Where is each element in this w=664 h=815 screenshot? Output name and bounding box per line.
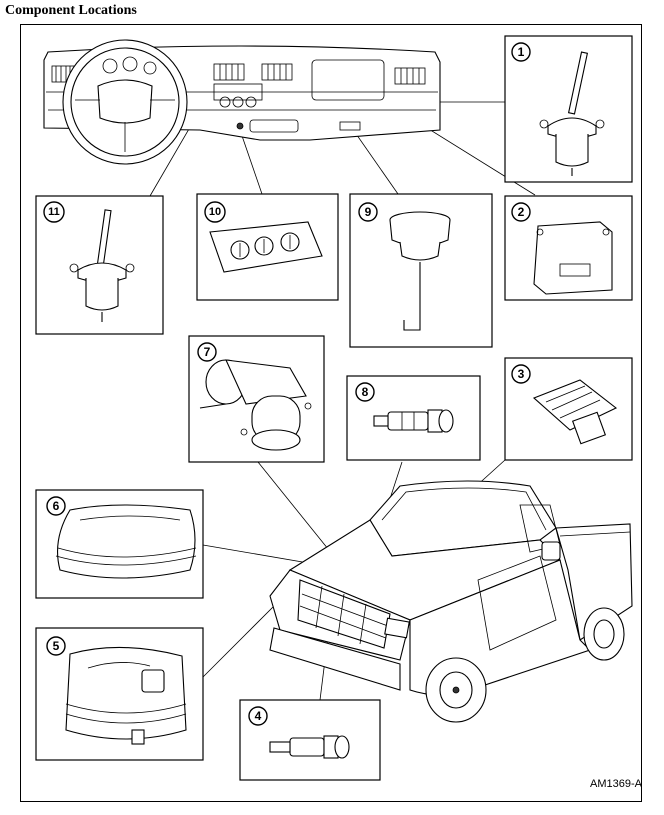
callout-label-5: 5 [53,639,60,653]
callout-label-3: 3 [518,367,525,381]
component-box-1 [504,35,633,183]
figure-frame [20,24,642,802]
dashboard-illustration [43,39,441,165]
callout-badge-9: 9 [358,202,378,222]
callout-badge-3: 3 [511,364,531,384]
callout-label-7: 7 [204,345,211,359]
callout-badge-4: 4 [248,706,268,726]
callout-label-4: 4 [255,709,262,723]
callout-label-2: 2 [518,205,525,219]
callout-badge-7: 7 [197,342,217,362]
callout-badge-10: 10 [204,201,226,223]
figure-title: Component Locations [5,3,137,18]
figure-code: AM1369-A [590,778,642,790]
callout-label-9: 9 [365,205,372,219]
callout-badge-11: 11 [43,201,65,223]
component-box-8 [346,375,481,461]
callout-badge-5: 5 [46,636,66,656]
callout-label-11: 11 [48,206,60,218]
callout-label-10: 10 [209,206,221,218]
pickup-truck-illustration [269,480,633,723]
callout-badge-8: 8 [355,382,375,402]
callout-label-6: 6 [53,499,60,513]
callout-label-8: 8 [362,385,369,399]
callout-badge-1: 1 [511,42,531,62]
callout-badge-2: 2 [511,202,531,222]
callout-badge-6: 6 [46,496,66,516]
callout-label-1: 1 [518,45,525,59]
component-box-7 [188,335,325,463]
